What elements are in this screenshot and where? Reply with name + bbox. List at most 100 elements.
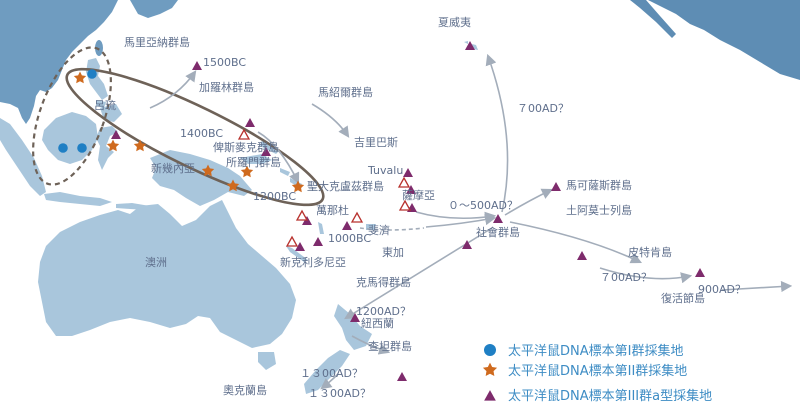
landmass-hawaii [464,41,478,50]
landmass-borneo [42,112,98,164]
route-society-to-pitcairn [509,221,643,264]
landmass-java [44,192,112,206]
landmass-luzon [86,58,108,100]
hollow-triangle-site-icon [296,210,308,221]
legend-blue-circle-icon [484,344,496,356]
place-labels: 夏威夷 馬里亞納群島 加羅林群島 呂琉 馬紹爾群島 俾斯麥克群島 吉里巴斯 新幾… [94,16,705,397]
label-solomon: 所羅門群島 [226,155,281,169]
landmass-new-britain [240,154,272,164]
group-iii-site-triangle-icon [577,251,587,260]
hollow-triangle-site-icon [398,177,410,188]
date-society: ０～500AD？ [448,199,518,212]
legend-orange-star-icon [482,362,498,377]
legend-purple-triangle-icon [484,390,496,401]
group-iii-site-triangle-icon [342,221,352,230]
group-iii-site-triangle-icon [192,61,202,70]
date-fiji: 1000BC [328,232,371,245]
route-to-santa-cruz [257,131,300,185]
date-hawaii: ７00AD？ [517,102,569,115]
group-ii-range-outline [65,67,325,207]
date-east: 900AD？ [698,283,746,296]
label-chatham: 查坦群島 [368,339,412,353]
label-easter: 復活節島 [661,291,705,305]
migration-routes [149,53,793,390]
route-to-kiribati [311,103,350,138]
legend-item-group-iii: 太平洋鼠DNA標本第III群a型採集地 [508,388,712,402]
label-tonga: 東加 [382,246,404,259]
route-easter-east [721,280,793,293]
landmass-taiwan [95,40,103,56]
route-samoa-to-society [415,211,497,223]
landmass-baja-california [630,0,676,38]
legend-item-group-ii: 太平洋鼠DNA標本第II群採集地 [508,363,687,379]
label-tuvalu: Tuvalu [367,164,403,177]
label-fiji: 斐濟 [368,223,390,237]
route-society-to-marquesas [504,188,554,216]
landmass-north-america [648,0,800,80]
route-nz-to-chatham [351,335,391,355]
label-marshall: 馬紹爾群島 [318,85,373,99]
landmass-nz-north-island [334,304,372,350]
label-samoa: 薩摩亞 [402,188,435,202]
label-mariana: 馬里亞納群島 [124,35,190,49]
label-vanuatu: 萬那杜 [316,203,349,217]
label-caroline: 加羅林群島 [199,80,254,94]
legend: 太平洋鼠DNA標本第I群採集地 太平洋鼠DNA標本第II群採集地 太平洋鼠DNA… [482,343,712,402]
landmass-vanuatu [318,222,324,234]
landmass-nz-south-island [304,350,350,394]
label-new-guinea: 新幾內亞 [151,161,195,175]
landmass-visayas [96,100,106,108]
legend-item-group-i: 太平洋鼠DNA標本第I群採集地 [508,343,683,359]
label-kiribati: 吉里巴斯 [354,136,398,149]
label-luzon: 呂琉 [94,98,116,112]
landmass-new-guinea [150,150,252,206]
landmass-australia [38,200,296,348]
label-new-zealand: 紐西蘭 [361,317,394,330]
label-santa-cruz: 聖大克盧茲群島 [307,179,384,193]
landmass-sumatra [0,118,46,196]
hollow-triangle-site-icon [399,200,411,211]
label-bismarck: 俾斯麥克群島 [213,140,279,154]
date-new-zealand: 1200AD？ [356,305,411,318]
route-nz-to-auckland-islands [320,373,339,390]
group-iii-site-triangle-icon [695,268,705,277]
group-i-site-marker [77,143,87,153]
group-i-site-marker [58,143,68,153]
group-ii-site-star-icon [73,71,87,84]
group-iii-site-triangle-icon [313,237,323,246]
hollow-triangle-site-icon [351,212,363,223]
label-pitcairn: 皮特肯島 [628,245,672,259]
label-marquesas: 馬可薩斯群島 [566,178,632,192]
route-to-mariana [149,70,197,109]
label-new-caledonia: 新克利多尼亞 [280,255,346,269]
date-solomon: 1200BC [253,190,296,203]
landmass-sulawesi [96,126,118,170]
date-labels: 1500BC 1400BC 1200BC 1000BC ７00AD？ ０～500… [180,56,746,400]
group-i-sites [58,69,97,153]
date-mariana: 1500BC [203,56,246,69]
label-tuamotu: 土阿莫士列島 [566,203,632,217]
group-iii-site-triangle-icon [403,168,413,177]
label-kermadec: 克馬得群島 [356,275,411,289]
group-iii-site-triangle-icon [551,182,561,191]
date-auckland: １３00AD？ [308,387,371,400]
group-iii-site-triangle-icon [397,372,407,381]
label-society: 社會群島 [476,225,520,239]
group-iii-site-triangle-icon [245,118,255,127]
route-fiji [359,227,425,231]
hollow-triangle-site-icon [286,236,298,247]
landmass-asia [0,0,118,124]
date-bismarck: 1400BC [180,127,223,140]
group-ii-site-star-icon [133,139,147,152]
route-to-easter [599,267,693,284]
route-society-to-hawaii [485,53,509,213]
group-i-site-marker [87,69,97,79]
date-chatham: １３00AD？ [300,367,363,380]
landmass-japan-korea [130,0,178,18]
landmass-tasmania [258,352,276,370]
group-iii-site-triangle-icon [493,214,503,223]
date-pitcairn-easter: ７00AD？ [600,271,652,284]
